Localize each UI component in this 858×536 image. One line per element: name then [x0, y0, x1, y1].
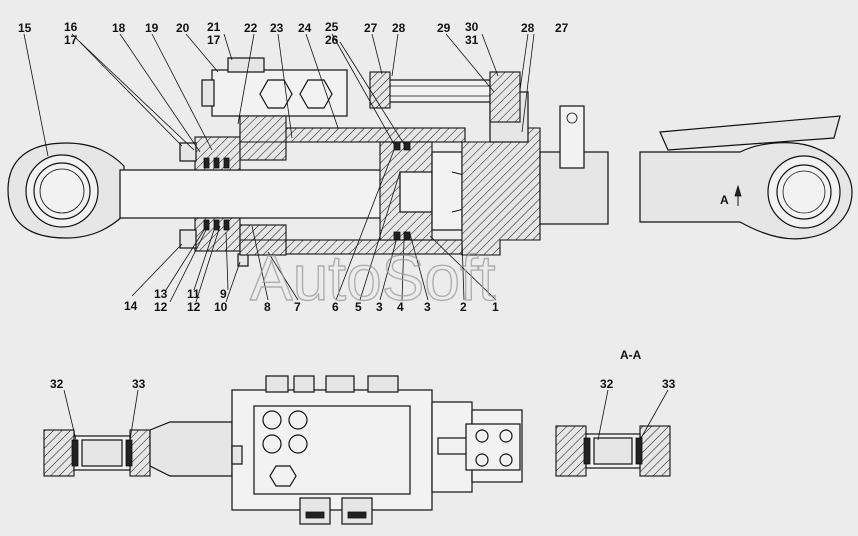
callout-19: 19: [145, 21, 159, 35]
callout-15: 15: [18, 21, 32, 35]
callout-21: 21: [207, 20, 221, 34]
lower-top-view: [231, 375, 523, 525]
callout-33-left: 33: [132, 377, 146, 391]
callout-7: 7: [294, 300, 301, 314]
callout-20: 20: [176, 21, 190, 35]
callout-28: 28: [392, 21, 406, 35]
callout-14: 14: [124, 299, 138, 313]
callout-24: 24: [298, 21, 312, 35]
callout-16: 16: [64, 20, 78, 34]
callout-10: 10: [214, 300, 228, 314]
callout-22: 22: [244, 21, 258, 35]
callout-33-right: 33: [662, 377, 676, 391]
callout-5: 5: [355, 300, 362, 314]
piston: [379, 141, 469, 241]
watermark: AutoSoft: [250, 242, 496, 314]
view-marker: A: [720, 193, 729, 207]
callout-30: 30: [465, 20, 479, 34]
external-pipe: [369, 71, 521, 123]
callout-27: 27: [364, 21, 378, 35]
callout-25: 25: [325, 20, 339, 34]
callout-17b: 17: [207, 33, 221, 47]
callout-32-right: 32: [600, 377, 614, 391]
section-label: A-A: [620, 348, 642, 362]
callout-23: 23: [270, 21, 284, 35]
callout-31: 31: [465, 33, 479, 47]
callout-32-left: 32: [50, 377, 64, 391]
rod-eye-right: [639, 115, 853, 240]
callout-4: 4: [397, 300, 404, 314]
piston-rod: [119, 169, 386, 219]
callout-29: 29: [437, 21, 451, 35]
callout-1: 1: [492, 300, 499, 314]
callout-3b: 3: [424, 300, 431, 314]
callout-2: 2: [460, 300, 467, 314]
callout-9: 9: [220, 287, 227, 301]
section-a-a: [555, 389, 671, 477]
callout-13: 13: [154, 287, 168, 301]
callout-12b: 12: [187, 300, 201, 314]
callout-27b: 27: [555, 21, 569, 35]
callout-8: 8: [264, 300, 271, 314]
callout-6: 6: [332, 300, 339, 314]
main-assembly: [7, 33, 853, 303]
cylinder-tube: [239, 115, 481, 256]
lower-left-eye-section: [43, 389, 233, 477]
callout-26: 26: [325, 33, 339, 47]
callout-3: 3: [376, 300, 383, 314]
port-block: [201, 57, 348, 117]
rear-head: [461, 91, 609, 256]
callout-17: 17: [64, 33, 78, 47]
callout-18: 18: [112, 21, 126, 35]
leader-lines: [23, 33, 535, 303]
callout-labels: 15 16 17 18 19 20 21 17 22 23 24 25 26 2…: [18, 20, 729, 391]
callout-28b: 28: [521, 21, 535, 35]
callout-12: 12: [154, 300, 168, 314]
callout-11: 11: [187, 287, 200, 301]
rod-eye-left: [7, 142, 125, 239]
